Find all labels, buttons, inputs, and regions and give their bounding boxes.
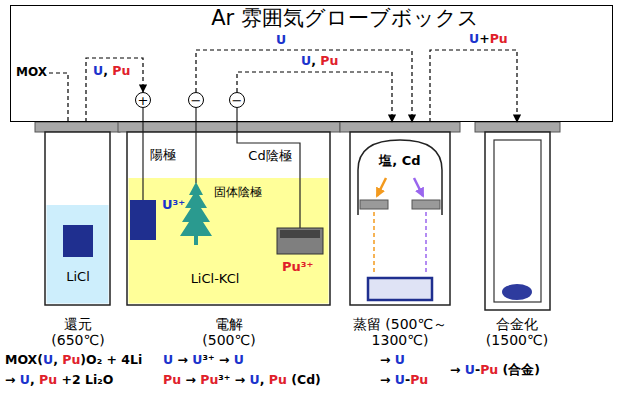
flow-label: U, Pu	[92, 64, 131, 78]
element-symbol: U	[395, 372, 405, 387]
vapour-path	[425, 212, 427, 274]
element-symbol: U	[469, 31, 479, 46]
electrode-label: 陽極	[150, 148, 176, 163]
transfer-arrow	[196, 50, 412, 122]
process-vessel: 合金化 (1500℃)	[475, 122, 560, 312]
step-caption: 電解 (500℃)	[194, 316, 264, 348]
electrode-terminal: −	[229, 92, 245, 108]
element-symbol: Pu	[320, 53, 338, 68]
dome-label: 塩, Cd	[379, 154, 420, 169]
electrode-terminal: −	[188, 92, 204, 108]
element-symbol: U	[465, 362, 475, 377]
ion-label: U³⁺	[162, 198, 185, 213]
element-symbol: U	[276, 32, 286, 47]
vessel-lid	[475, 122, 560, 132]
vessel-lid	[340, 122, 460, 132]
flow-label: U	[275, 33, 287, 47]
reaction-equation: → U, Pu +2 Li₂O	[5, 373, 113, 387]
step-caption: 合金化 (1500℃)	[478, 316, 556, 348]
process-vessel: 陽極U³⁺固体陰極Cd陰極LiCl-KClPu³⁺電解 (500℃)	[118, 122, 340, 308]
element-symbol: Pu	[269, 372, 287, 387]
vessel-pot	[485, 132, 550, 310]
reaction-equation: U → U³⁺ → U	[163, 353, 244, 367]
element-symbol: Pu	[39, 372, 57, 387]
cd-pool	[280, 230, 320, 238]
element-symbol: Pu	[200, 372, 218, 387]
element-symbol: U	[43, 352, 53, 367]
terminal-sign: −	[232, 94, 243, 107]
alloy-ingot	[502, 284, 532, 300]
vapour-path	[373, 212, 375, 274]
element-symbol: Pu	[410, 372, 428, 387]
reaction-equation: → U-Pu	[380, 373, 428, 387]
vessel-lid	[35, 122, 120, 132]
inner-crucible	[494, 140, 541, 302]
electrode-label: 固体陰極	[214, 186, 262, 200]
transfer-arrow	[237, 72, 392, 122]
element-symbol: U	[234, 352, 244, 367]
process-vessel: LiCl還元 (650℃)	[35, 122, 120, 308]
element-symbol: Pu	[490, 31, 508, 46]
electrode-terminal: +	[135, 92, 151, 108]
element-symbol: U	[93, 63, 103, 78]
ion-label: Pu³⁺	[282, 260, 313, 275]
feed-label: MOX	[16, 66, 47, 80]
condenser-plate	[412, 200, 440, 209]
vapour-arrow	[377, 178, 386, 196]
transfer-arrow	[86, 58, 143, 122]
vapour-arrow	[414, 178, 423, 196]
element-symbol: Pu	[62, 352, 80, 367]
anode-basket	[130, 200, 156, 240]
transfer-arrow	[430, 50, 517, 122]
condenser-dome	[358, 140, 442, 215]
mox-basket	[63, 225, 93, 257]
salt-label: LiCl	[66, 270, 90, 285]
salt-bath	[47, 205, 109, 304]
electrode-wire	[237, 108, 300, 230]
solid-cathode	[180, 182, 212, 245]
element-symbol: U	[250, 372, 260, 387]
vessel-pot	[350, 132, 450, 305]
step-caption: 還元 (650℃)	[43, 316, 113, 348]
condenser-plate	[360, 200, 388, 209]
terminal-sign: −	[191, 94, 202, 107]
electrode-label: Cd陰極	[248, 149, 291, 164]
cd-cathode-pot	[277, 228, 323, 254]
reaction-equation: MOX(U, Pu)O₂ + 4Li	[5, 353, 142, 367]
element-symbol: U	[20, 372, 30, 387]
flow-label: U+Pu	[468, 32, 509, 46]
element-symbol: U	[301, 53, 311, 68]
electrode-wire	[195, 108, 196, 183]
element-symbol: U	[192, 352, 202, 367]
glovebox-title: Ar 雰囲気グローブボックス	[211, 6, 479, 30]
element-symbol: Pu	[480, 362, 498, 377]
reaction-equation: → U-Pu (合金)	[450, 363, 540, 377]
element-symbol: U	[395, 352, 405, 367]
flow-label: U, Pu	[300, 54, 339, 68]
element-symbol: Pu	[163, 372, 181, 387]
vessel-pot	[45, 132, 110, 305]
element-symbol: Pu	[112, 63, 130, 78]
crucible	[368, 278, 432, 300]
salt-bath	[129, 178, 329, 304]
reaction-equation: → U	[380, 353, 405, 367]
terminal-sign: +	[138, 94, 149, 107]
process-vessel: 塩, Cd蒸留 (500℃～1300℃)	[340, 122, 460, 308]
reaction-equation: Pu → Pu³⁺ → U, Pu (Cd)	[163, 373, 321, 387]
vessel-lid	[118, 122, 340, 132]
element-symbol: U	[163, 352, 173, 367]
salt-label: LiCl-KCl	[191, 272, 240, 287]
step-caption: 蒸留 (500℃～1300℃)	[341, 316, 459, 348]
